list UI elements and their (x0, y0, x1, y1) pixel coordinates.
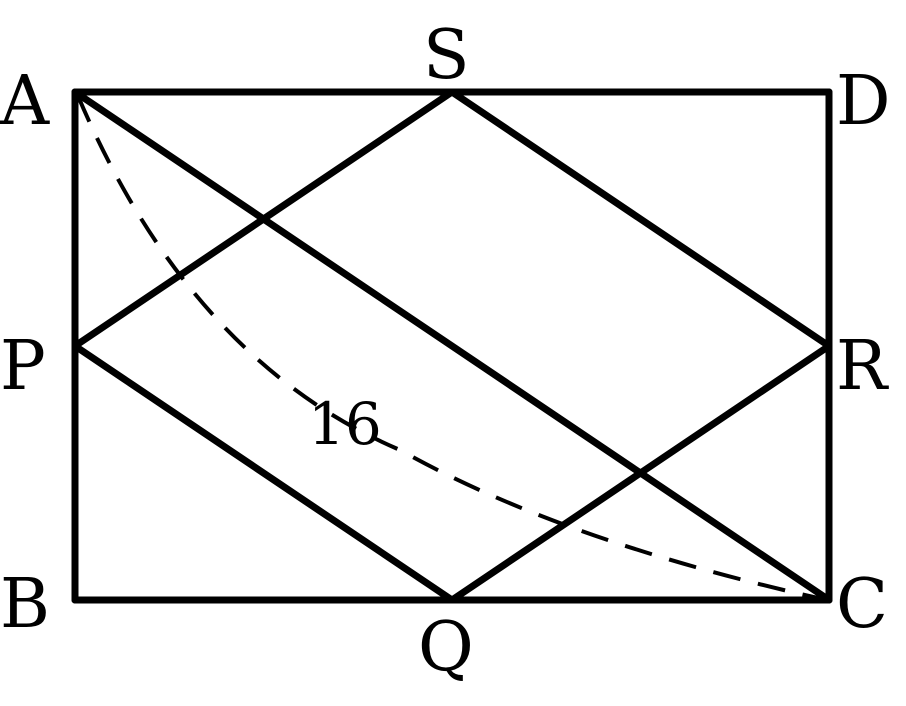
label-c: C (836, 565, 888, 644)
side-qp (71, 342, 456, 604)
label-b: B (0, 565, 50, 644)
diagonal-length-label: 16 (308, 390, 382, 458)
label-p: P (0, 327, 46, 406)
label-r: R (836, 327, 889, 406)
diagonal-ac (71, 88, 833, 604)
label-q: Q (418, 608, 474, 687)
label-d: D (836, 62, 891, 141)
label-a: A (0, 62, 50, 141)
side-sr (448, 88, 833, 350)
label-s: S (423, 16, 470, 95)
